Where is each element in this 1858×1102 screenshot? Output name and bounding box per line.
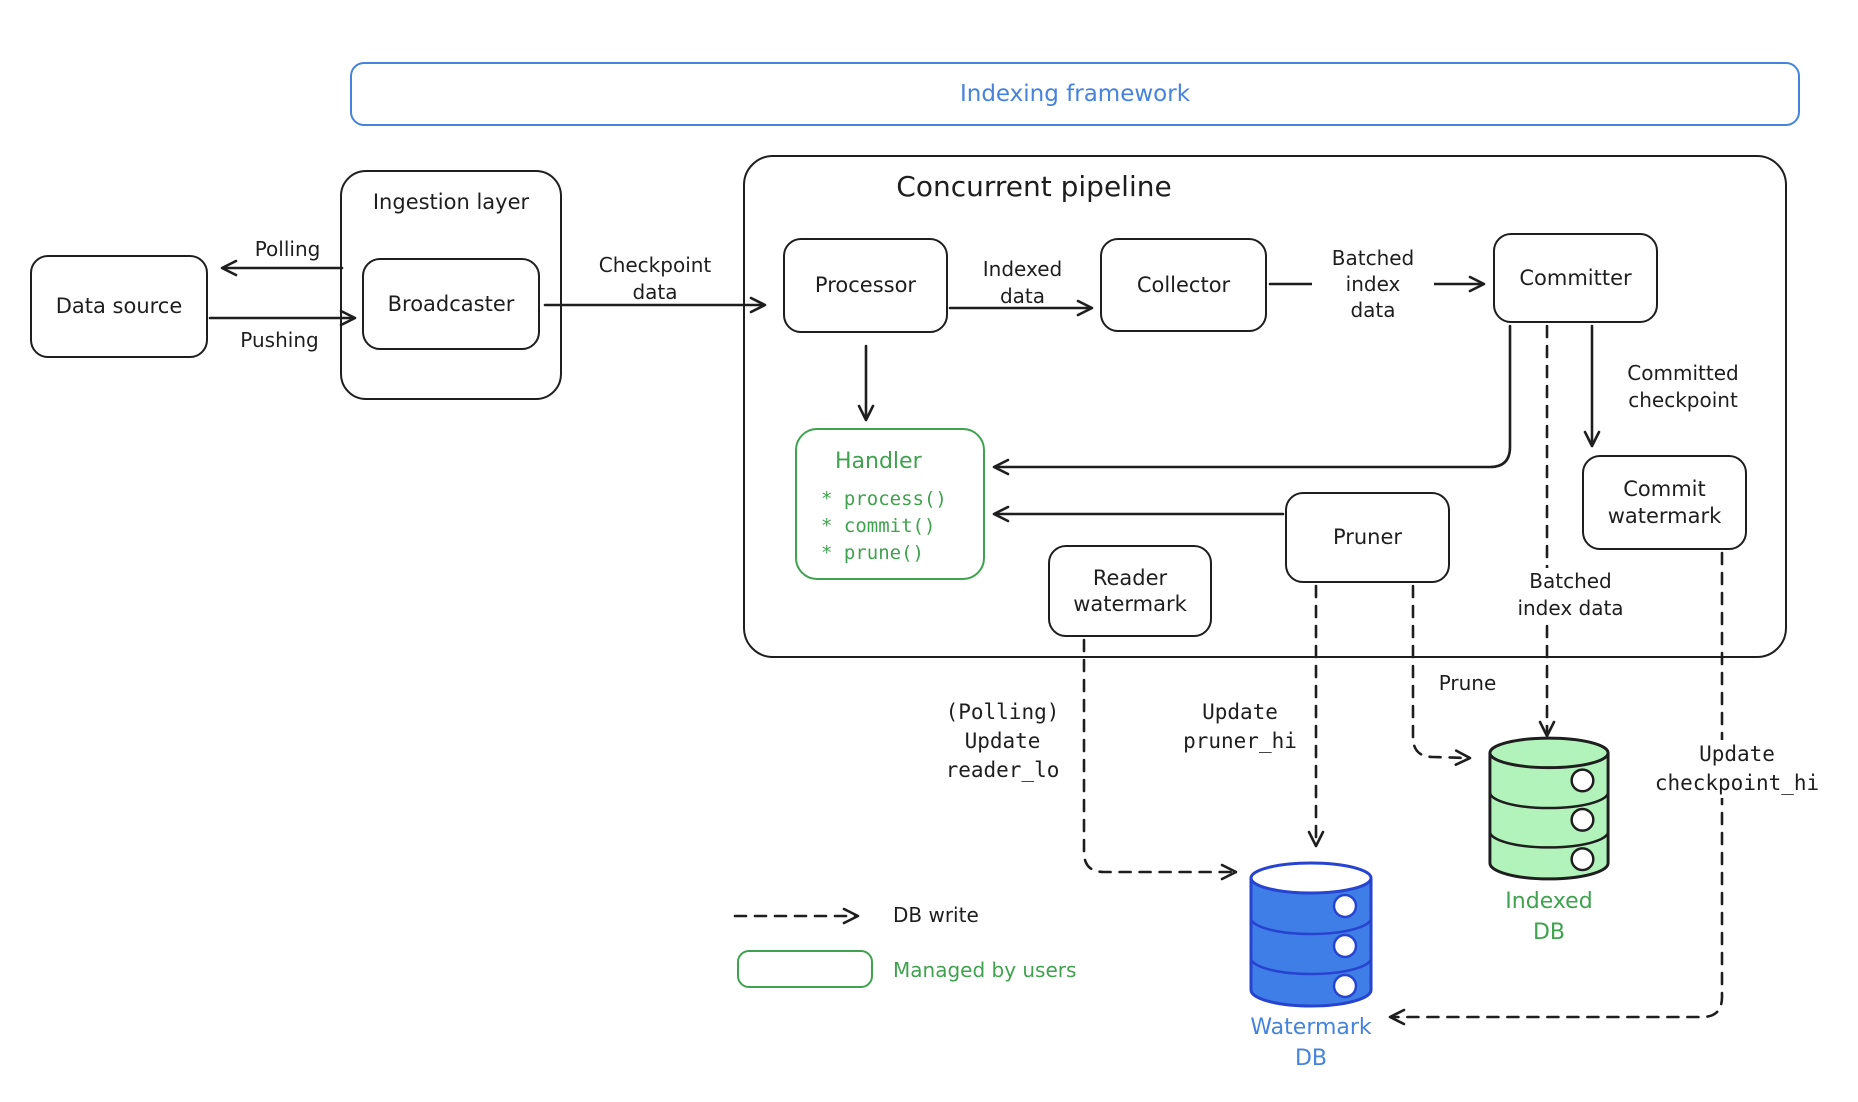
edge-label-polling: Polling bbox=[254, 237, 321, 261]
edge-label-committed-checkpoint: Committed checkpoint bbox=[1627, 361, 1739, 412]
watermark-db-label: Watermark DB bbox=[1250, 1015, 1372, 1071]
broadcaster-label: Broadcaster bbox=[387, 291, 515, 316]
processor-label: Processor bbox=[814, 273, 917, 298]
edge-label-update-checkpoint-hi: Update checkpoint_hi bbox=[1643, 740, 1831, 798]
edge-label-batched-index-data-top: Batched index data bbox=[1312, 245, 1434, 323]
handler-method-process: * process() bbox=[821, 487, 947, 510]
legend-managed-by-users-swatch bbox=[737, 950, 873, 988]
indexed-db-label: Indexed DB bbox=[1505, 889, 1593, 945]
edge-label-pushing: Pushing bbox=[240, 328, 319, 352]
edge-label-checkpoint-data: Checkpoint data bbox=[598, 253, 712, 304]
edge-label-polling-update-reader-lo: (Polling) Update reader_lo bbox=[945, 700, 1060, 782]
edge-label-batched-index-data-bottom: Batched index data bbox=[1488, 568, 1653, 622]
node-concurrent-pipeline bbox=[743, 155, 1787, 658]
edge-label-update-pruner-hi: Update pruner_hi bbox=[1183, 700, 1297, 753]
node-pruner: Pruner bbox=[1285, 492, 1450, 583]
node-collector: Collector bbox=[1100, 238, 1267, 332]
data-source-label: Data source bbox=[55, 294, 183, 319]
node-handler: Handler * process() * commit() * prune() bbox=[795, 428, 985, 580]
ingestion-layer-label: Ingestion layer bbox=[372, 190, 530, 214]
legend-db-write-label: DB write bbox=[893, 903, 979, 927]
indexed-db-cylinder bbox=[1485, 730, 1613, 888]
node-data-source: Data source bbox=[30, 255, 208, 358]
indexing-framework-title: Indexing framework bbox=[959, 80, 1191, 107]
concurrent-pipeline-title: Concurrent pipeline bbox=[896, 170, 1172, 203]
handler-method-prune: * prune() bbox=[821, 541, 924, 564]
dashed-arrow-update-reader-lo bbox=[1082, 638, 1238, 881]
node-reader-watermark: Reader watermark bbox=[1048, 545, 1212, 637]
reader-watermark-label: Reader watermark bbox=[1073, 565, 1187, 616]
database-icon bbox=[1249, 861, 1373, 1008]
node-ingestion-layer bbox=[340, 170, 562, 400]
indexing-framework-frame: Indexing framework bbox=[350, 62, 1800, 126]
pruner-label: Pruner bbox=[1332, 525, 1403, 550]
legend-managed-by-users-label: Managed by users bbox=[893, 958, 1077, 982]
database-icon bbox=[1488, 736, 1610, 881]
edge-label-indexed-data: Indexed data bbox=[982, 257, 1063, 308]
node-processor: Processor bbox=[783, 238, 948, 333]
handler-title: Handler bbox=[835, 449, 922, 474]
node-committer: Committer bbox=[1493, 233, 1658, 323]
node-commit-watermark: Commit watermark bbox=[1582, 455, 1747, 550]
edge-label-prune: Prune bbox=[1438, 671, 1497, 695]
committer-label: Committer bbox=[1519, 265, 1632, 290]
node-broadcaster: Broadcaster bbox=[362, 258, 540, 350]
collector-label: Collector bbox=[1136, 272, 1231, 297]
handler-method-commit: * commit() bbox=[821, 514, 936, 537]
commit-watermark-label: Commit watermark bbox=[1607, 477, 1722, 528]
watermark-db-cylinder bbox=[1246, 856, 1376, 1014]
